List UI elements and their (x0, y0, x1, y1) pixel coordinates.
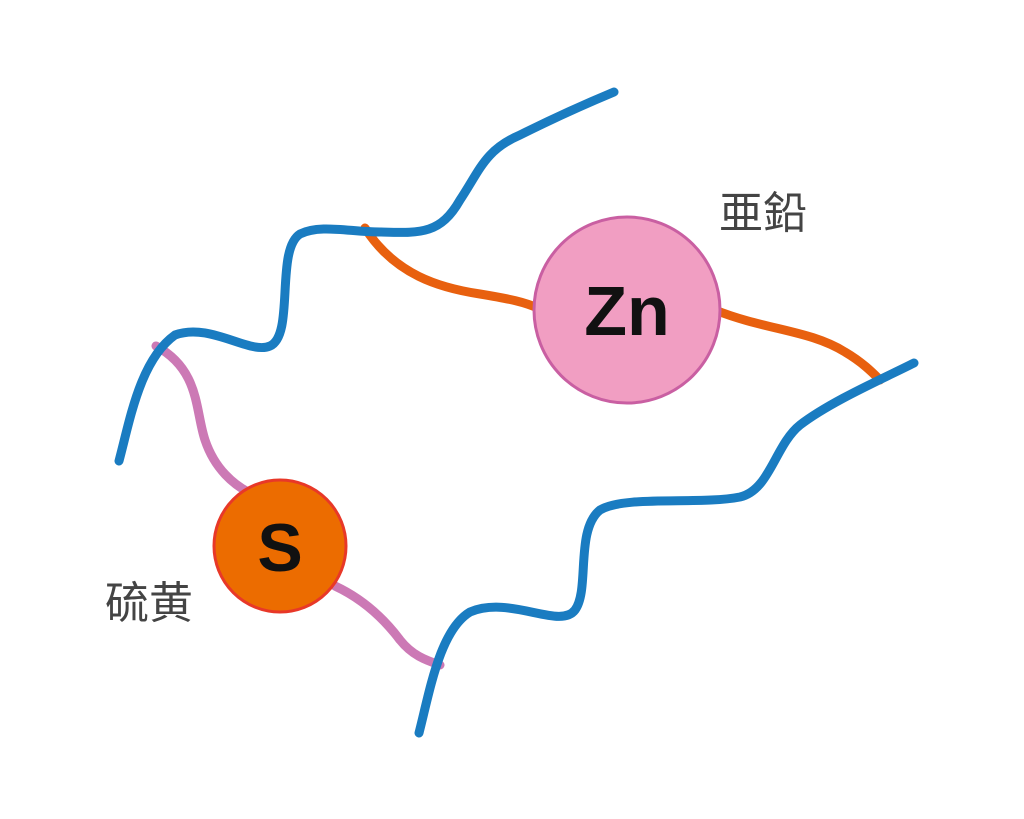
zinc-name-label: 亜鉛 (719, 188, 807, 239)
polymer-chain-upper (114, 87, 619, 466)
zinc-bridge-bond-right (710, 305, 885, 385)
sulfur-atom (212, 478, 348, 614)
sulfur-symbol: S (257, 510, 302, 586)
sulfur-bridge-bond-upper (151, 341, 253, 497)
polymer-chain-lower (414, 358, 919, 738)
sulfur-name-label: 硫黄 (105, 578, 193, 629)
zinc-atom (532, 215, 722, 405)
zinc-bridge-bond-left (360, 223, 545, 314)
sulfur-bridge-bond-lower (330, 581, 445, 670)
zinc-symbol: Zn (584, 272, 670, 350)
